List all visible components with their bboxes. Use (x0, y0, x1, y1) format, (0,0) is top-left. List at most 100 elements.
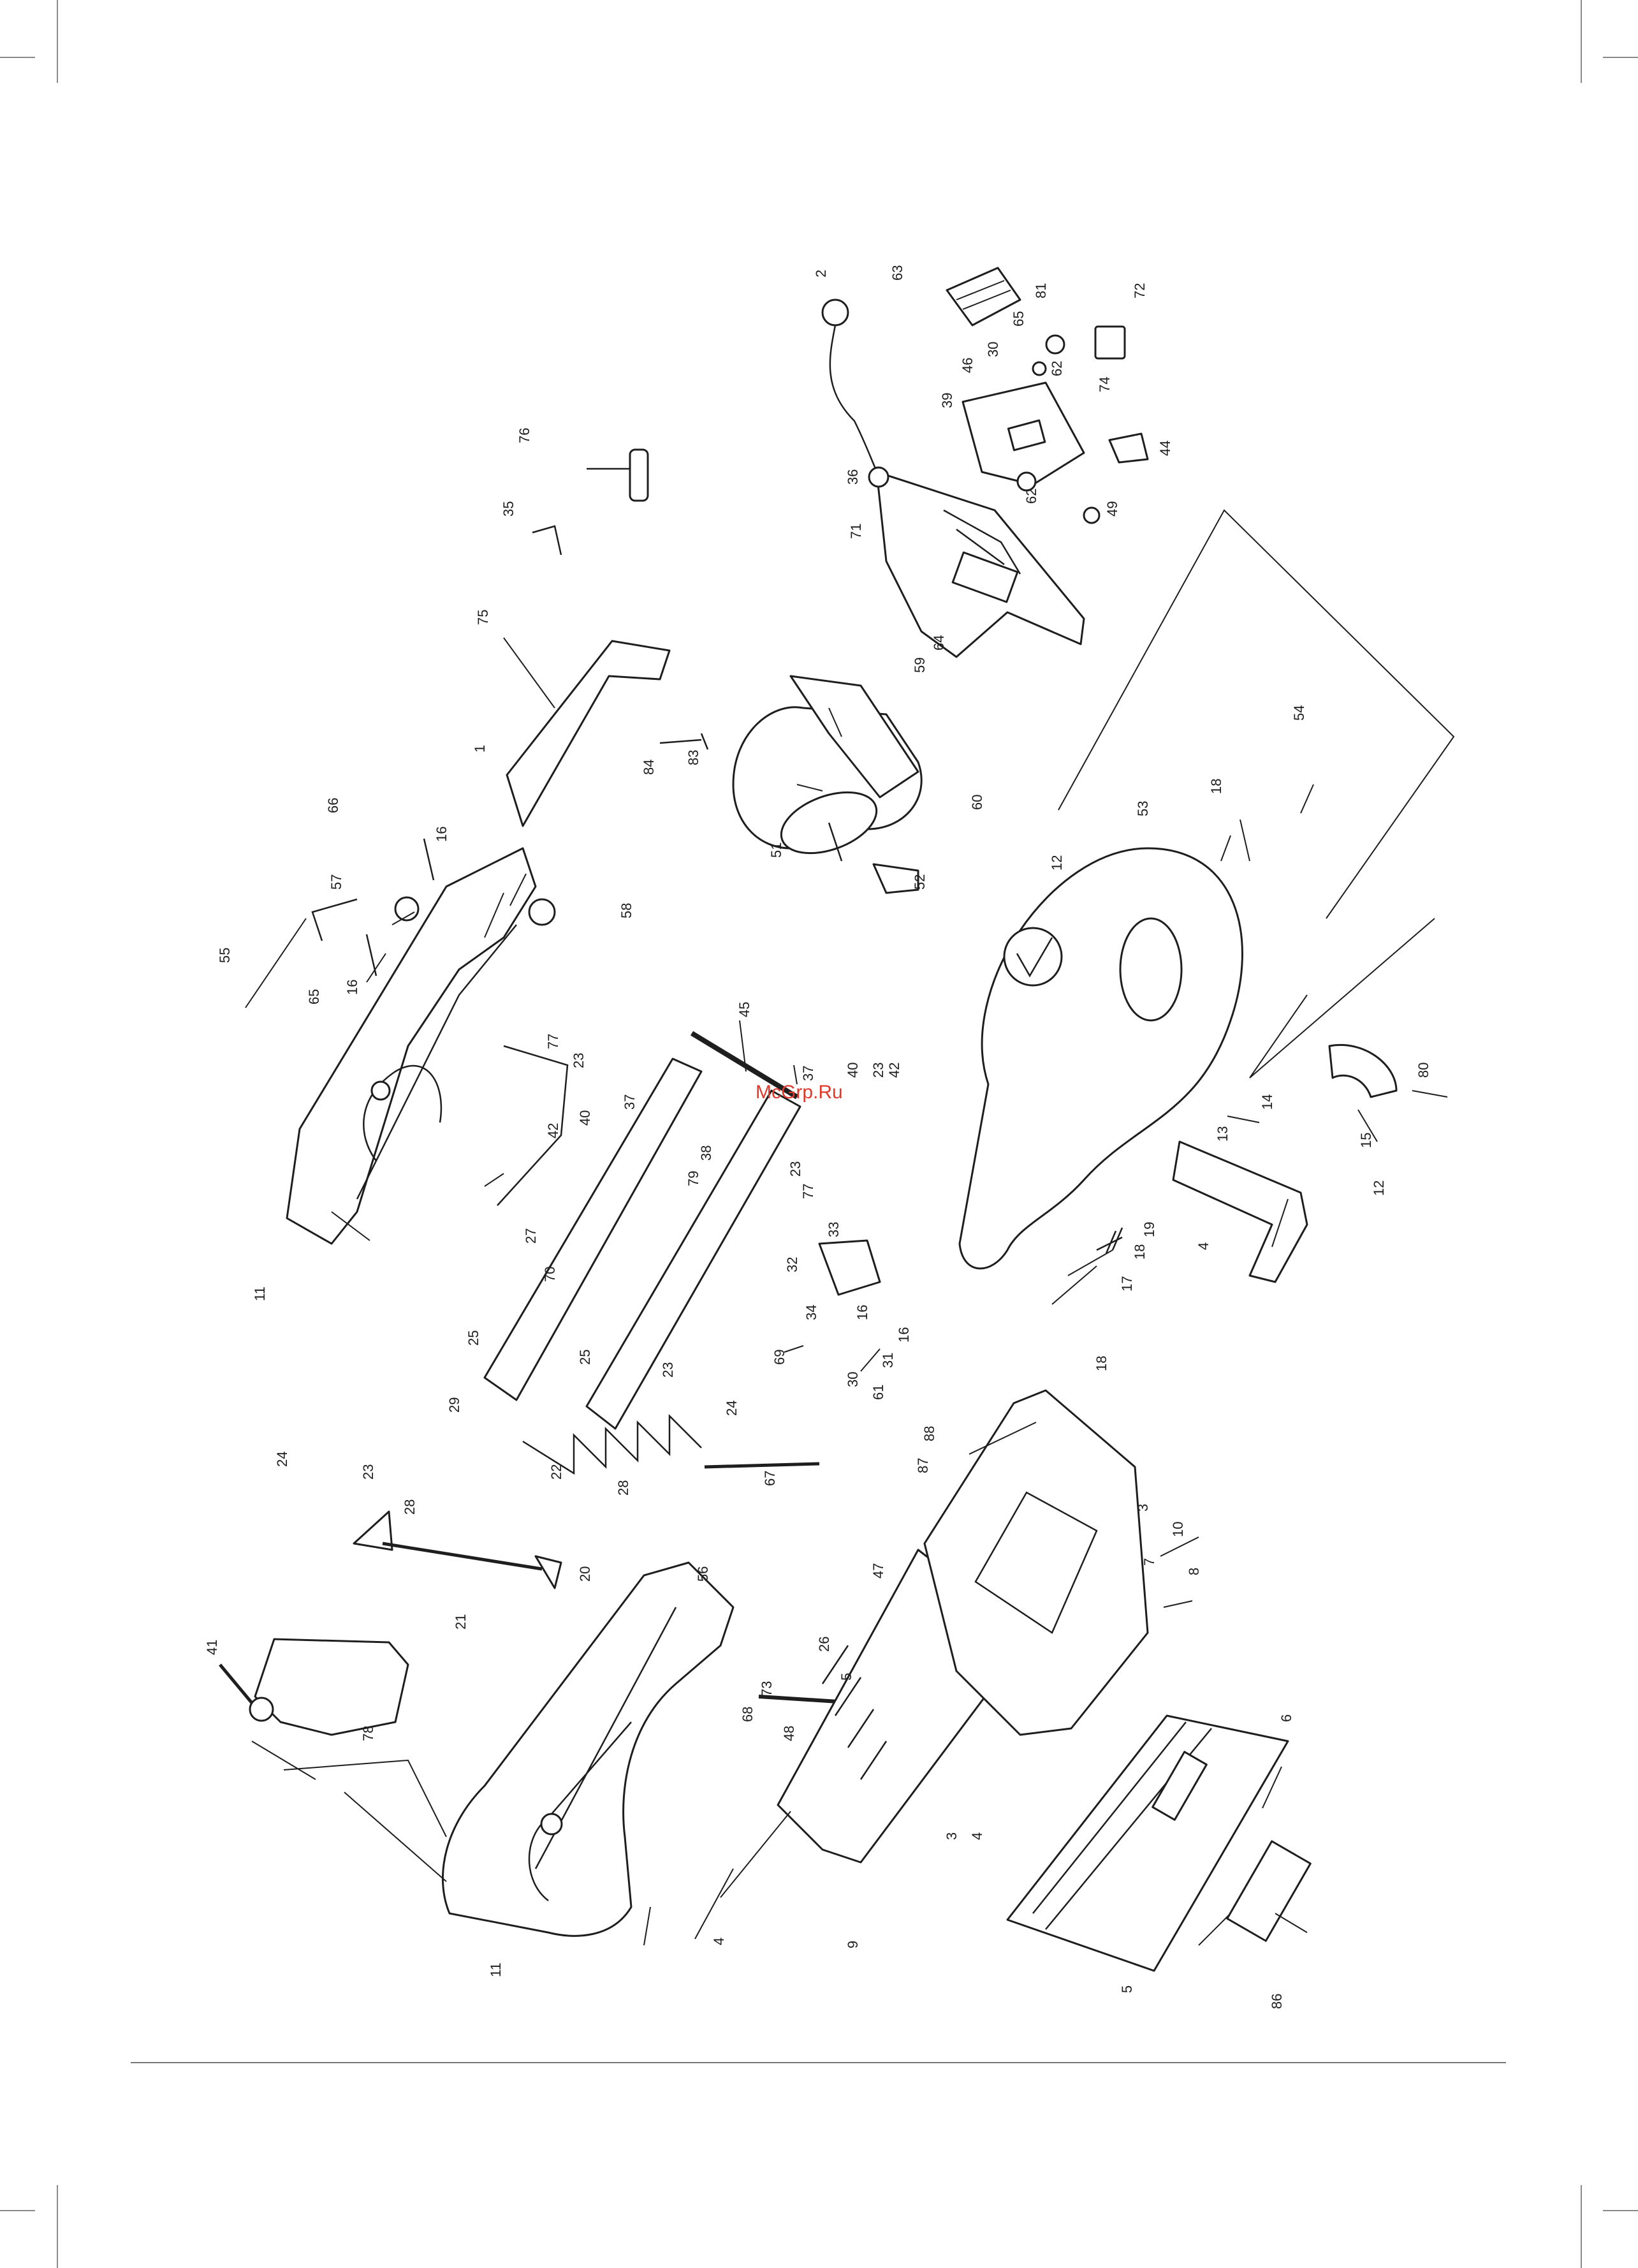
part-number-label: 42 (545, 1123, 561, 1138)
part-number-label: 23 (787, 1161, 803, 1177)
part-number-label: 31 (880, 1353, 896, 1368)
part-number-label: 21 (453, 1614, 469, 1630)
terminal-block-63 (946, 267, 1021, 327)
part-number-label: 7 (1141, 1558, 1157, 1566)
part-number-label: 75 (475, 610, 491, 625)
leader-lines (245, 637, 1448, 1946)
part-number-label: 11 (488, 1962, 504, 1977)
bushing-49 (1083, 506, 1101, 524)
part-number-label: 10 (1170, 1522, 1186, 1537)
part-number-label: 83 (685, 750, 701, 765)
part-number-label: 48 (781, 1726, 797, 1741)
part-number-label: 38 (698, 1145, 714, 1161)
part-number-label: 42 (886, 1063, 902, 1078)
part-number-label: 33 (826, 1222, 842, 1237)
part-number-label: 72 (1132, 283, 1148, 298)
part-number-label: 23 (660, 1362, 676, 1378)
part-number-label: 71 (848, 524, 864, 539)
part-number-label: 66 (325, 798, 341, 813)
part-number-label: 25 (465, 1330, 481, 1346)
part-number-label: 77 (545, 1034, 561, 1049)
switch-housing-71 (875, 471, 1085, 658)
part-number-label: 34 (803, 1305, 819, 1320)
arm-liner (497, 1045, 569, 1206)
part-number-label: 9 (845, 1941, 861, 1948)
switch-72 (1094, 325, 1126, 360)
part-number-label: 29 (446, 1397, 462, 1413)
bolt-65 (365, 934, 377, 976)
bracket-44 (1108, 432, 1149, 464)
knob-81 (1045, 334, 1065, 355)
part-number-label: 46 (960, 358, 976, 373)
cable-grommet-36 (868, 466, 889, 488)
part-number-label: 56 (695, 1566, 711, 1582)
part-number-label: 23 (360, 1464, 376, 1480)
part-number-label: 20 (577, 1566, 593, 1582)
part-number-label: 1 (472, 745, 488, 753)
part-number-label: 55 (217, 948, 233, 963)
part-number-label: 6 (1278, 1714, 1294, 1722)
screw-41 (219, 1663, 253, 1704)
part-number-label: 4 (711, 1938, 727, 1945)
rod-45 (690, 1031, 799, 1100)
part-number-label: 61 (870, 1385, 886, 1400)
brush-cap-83-84 (659, 733, 709, 750)
part-number-label: 58 (618, 903, 634, 918)
part-number-label: 80 (1415, 1063, 1431, 1078)
part-number-label: 16 (344, 980, 360, 995)
part-number-label: 25 (577, 1350, 593, 1365)
part-number-label: 13 (1215, 1126, 1231, 1142)
part-number-label: 81 (1033, 283, 1049, 298)
part-number-label: 32 (784, 1257, 800, 1272)
part-number-label: 69 (771, 1350, 787, 1365)
part-number-label: 3 (944, 1832, 960, 1840)
part-number-label: 49 (1104, 501, 1120, 517)
part-number-label: 86 (1269, 1994, 1285, 2009)
part-number-label: 30 (845, 1372, 861, 1387)
part-number-label: 11 (252, 1286, 268, 1301)
pulley-52 (872, 863, 919, 894)
watermark: McGrp.Ru (756, 1082, 843, 1103)
part-number-label: 40 (577, 1110, 593, 1126)
part-number-label: 5 (838, 1673, 854, 1681)
support-bar-75 (506, 640, 671, 827)
part-number-label: 18 (1208, 779, 1224, 794)
part-number-label: 76 (516, 428, 532, 443)
part-number-label: 44 (1157, 441, 1173, 456)
part-number-label: 23 (870, 1063, 886, 1078)
part-number-label: 28 (402, 1499, 418, 1515)
handle-55 (311, 898, 358, 941)
blade-holder-34 (818, 1239, 881, 1296)
part-number-label: 52 (912, 874, 928, 890)
part-number-label: 12 (1049, 855, 1065, 871)
lower-arm-11 (442, 1561, 735, 1937)
part-number-label: 60 (969, 795, 985, 810)
knob-57 (394, 896, 420, 922)
part-number-label: 28 (615, 1480, 631, 1496)
part-number-label: 4 (969, 1832, 985, 1840)
rod-56 (704, 1462, 820, 1469)
table-plate (923, 1389, 1149, 1736)
part-number-label: 79 (685, 1171, 701, 1186)
part-number-label: 68 (740, 1707, 756, 1722)
part-number-label: 65 (306, 989, 322, 1005)
part-number-label: 59 (912, 658, 928, 673)
part-number-label: 39 (939, 393, 955, 408)
part-number-label: 84 (641, 760, 657, 775)
nut-62b (1016, 471, 1037, 492)
rail-29 (483, 1057, 801, 1430)
part-number-label: 54 (1291, 705, 1307, 721)
part-number-label: 19 (1141, 1222, 1157, 1237)
part-number-label: 37 (800, 1066, 816, 1081)
part-number-label: 8 (1186, 1568, 1202, 1575)
part-number-label: 47 (870, 1563, 886, 1579)
part-number-label: 40 (845, 1063, 861, 1078)
power-cord-2 (821, 298, 881, 479)
switch-plate-30 (962, 381, 1085, 486)
part-number-label: 15 (1358, 1133, 1374, 1148)
tension-rod-21 (353, 1510, 562, 1589)
